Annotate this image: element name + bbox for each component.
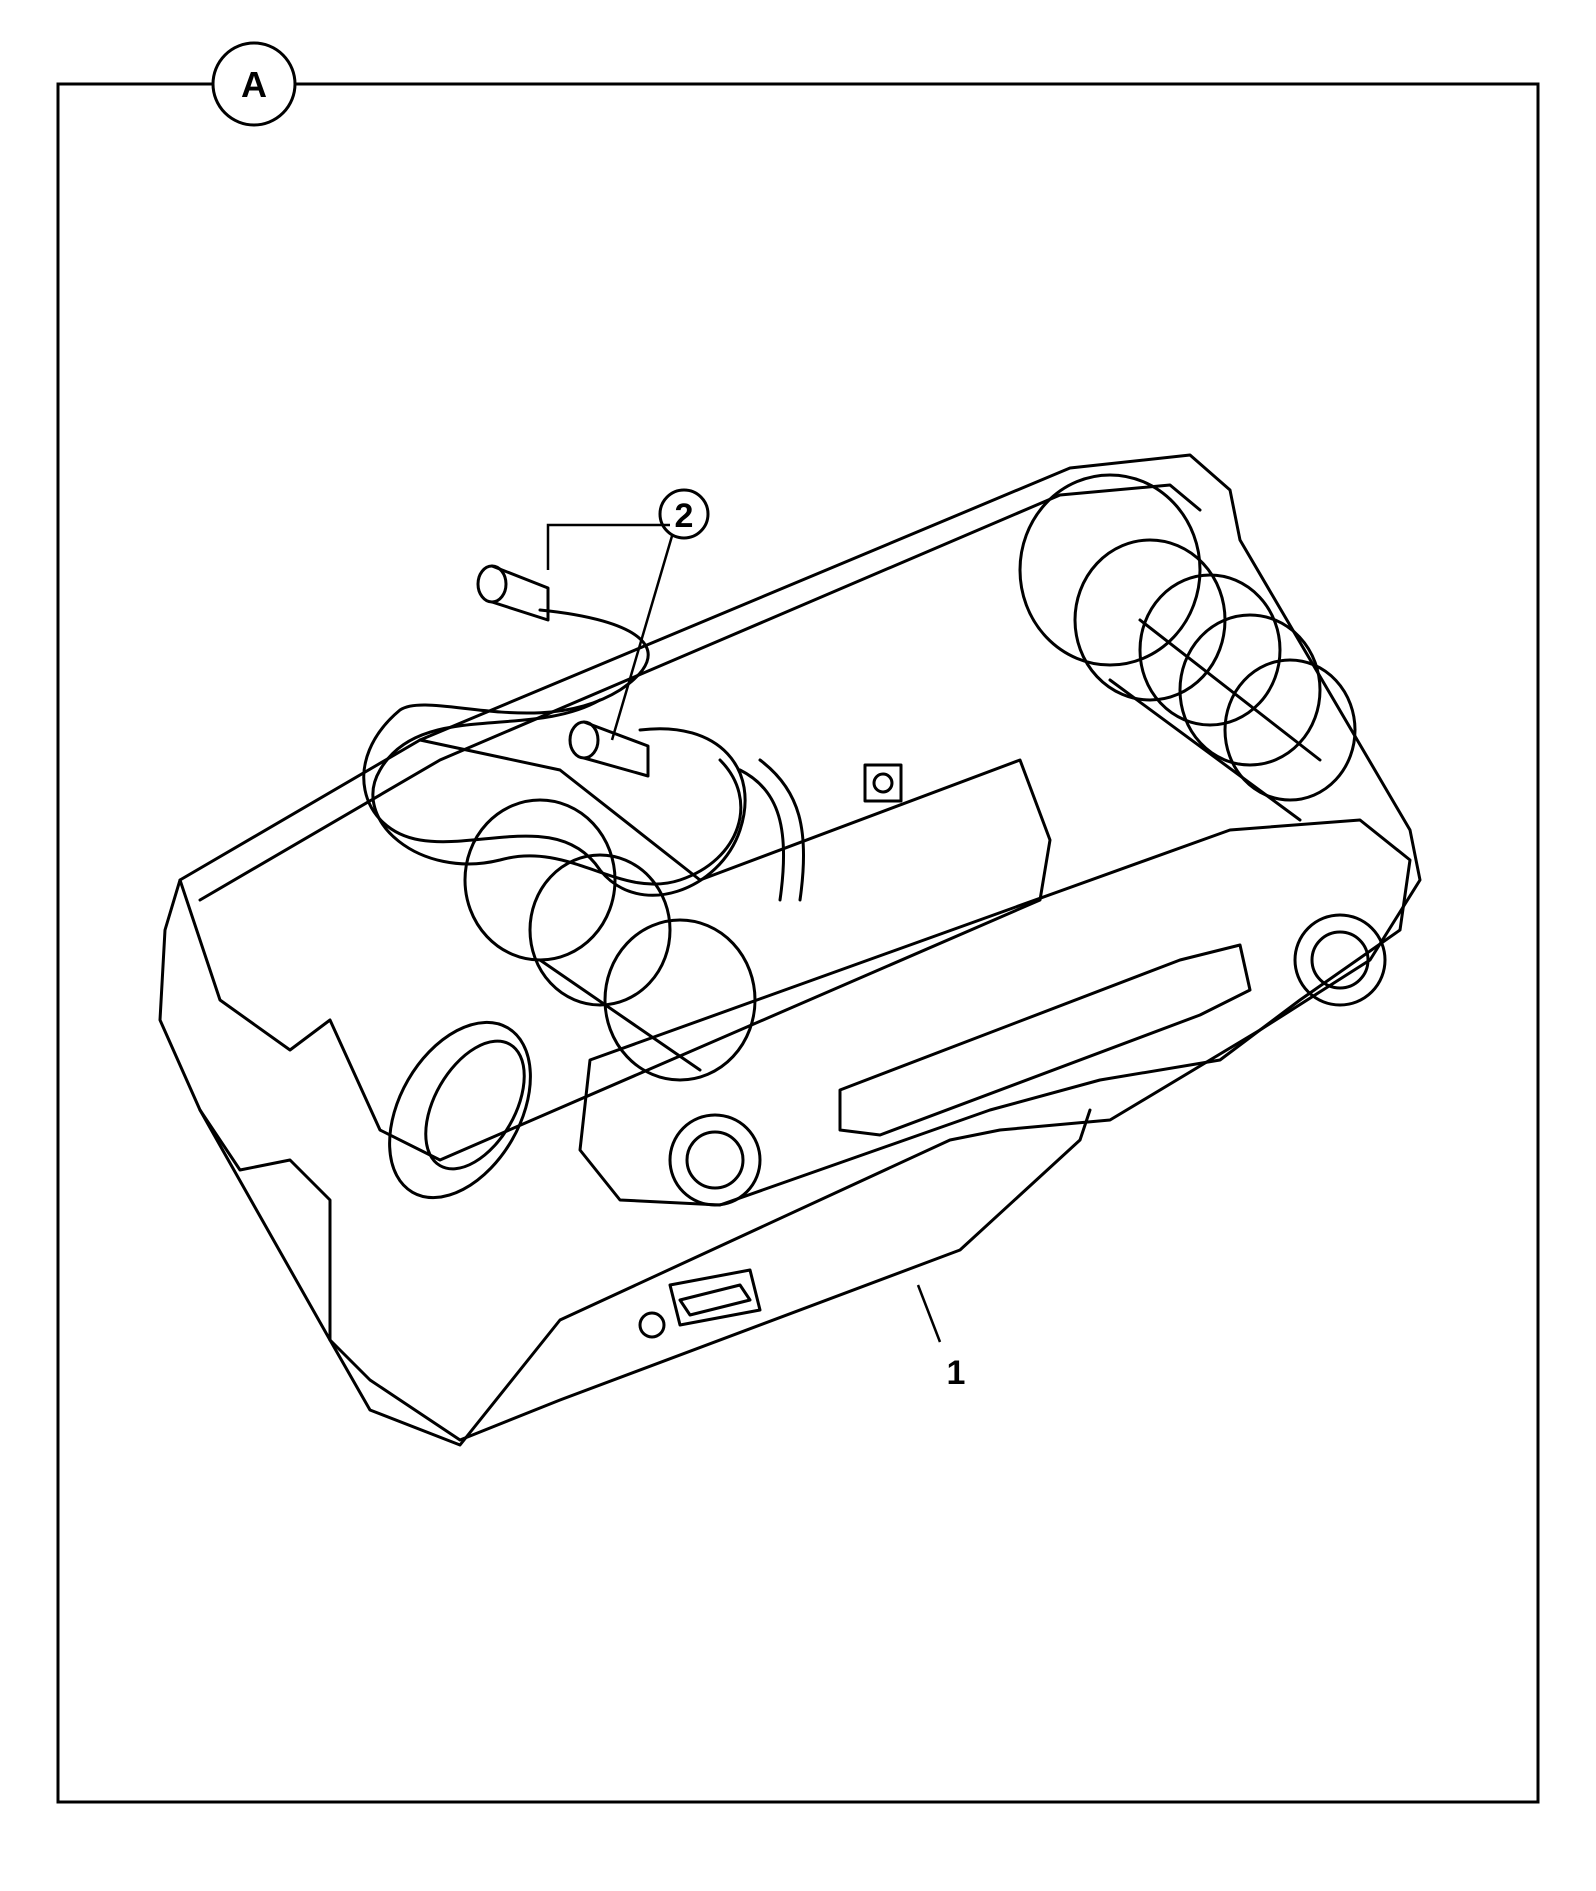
view-label: A (211, 41, 297, 127)
side-bolt (638, 1311, 666, 1339)
quick-coupler-illustration (158, 453, 1422, 1447)
figure-frame (56, 82, 1540, 1804)
view-label-text: A (241, 64, 267, 105)
lower-jaw-slot (678, 1283, 752, 1317)
plate-nut (863, 763, 903, 803)
hose-fitting-lower (568, 720, 650, 778)
callout-1-leader (916, 1284, 942, 1343)
left-hook (198, 1108, 332, 1342)
callout-2: 2 (546, 488, 710, 741)
callout-1: 1 (916, 1284, 966, 1392)
coupler-body-outline (158, 453, 1422, 1447)
front-side-plate (578, 818, 1412, 1207)
front-plate-slot (838, 943, 1252, 1137)
rear-bolt (1293, 913, 1387, 1007)
rear-pin-assembly (1018, 473, 1357, 822)
top-plate-rim (198, 483, 1202, 902)
hydraulic-hoses (362, 608, 806, 902)
callout-2-number: 2 (675, 497, 694, 535)
front-left-disc (388, 1020, 532, 1200)
callout-2-circle (658, 488, 710, 540)
top-plate (178, 738, 1052, 1162)
front-pin-assembly (463, 798, 757, 1082)
lower-jaw-slot-outline (668, 1268, 762, 1327)
callout-1-number: 1 (947, 1354, 966, 1392)
front-bolt (668, 1113, 762, 1207)
lower-jaw (328, 1108, 1092, 1442)
hose-fitting-upper (476, 564, 550, 622)
view-label-circle (211, 41, 297, 127)
callout-2-leader (610, 535, 674, 741)
callout-2-bracket (546, 523, 670, 570)
